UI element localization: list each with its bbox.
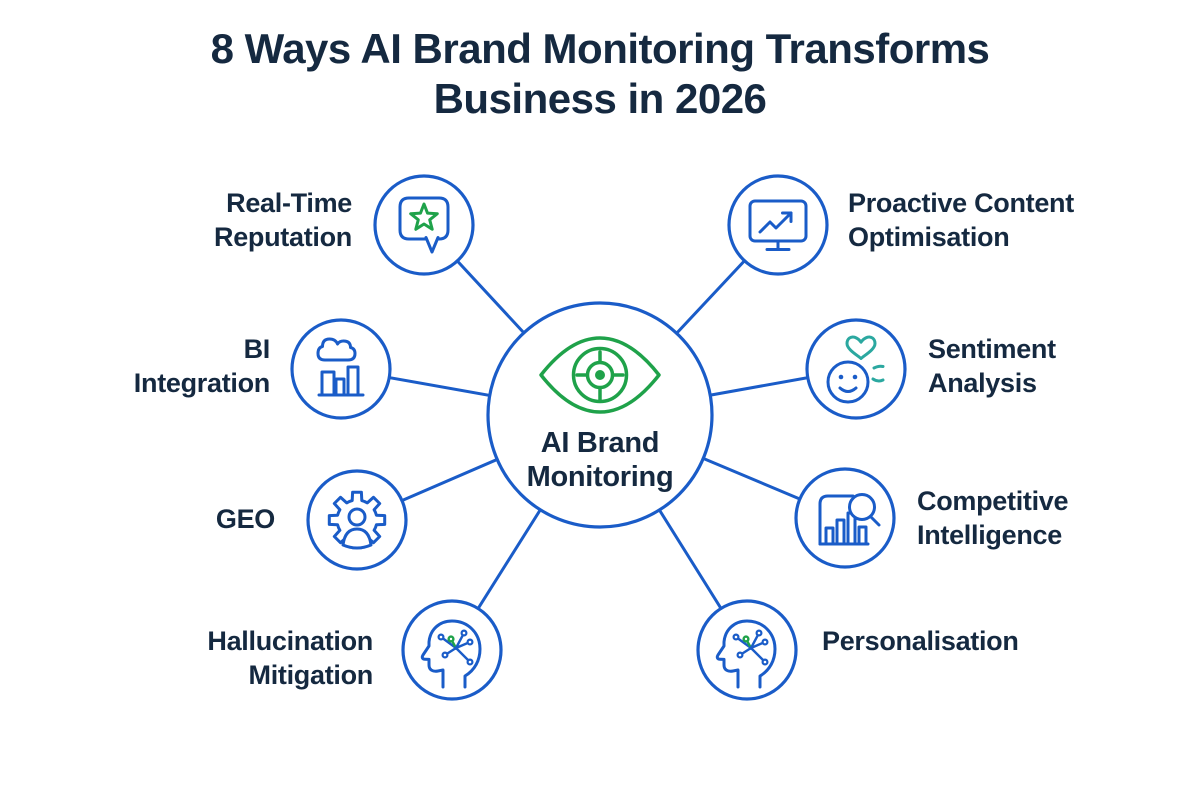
eye-target-icon [539,336,661,414]
node-circle-competitive-intelligence [794,467,896,569]
gear-person-icon [327,490,387,550]
monitor-trend-chart-icon [748,199,808,251]
node-label-proactive-content: Proactive Content Optimisation [848,188,1074,252]
node-label-real-time-reputation: Real-Time Reputation [214,188,352,252]
hub-label: AI Brand Monitoring [526,427,674,493]
node-circle-sentiment-analysis [805,318,907,420]
page-title: 8 Ways AI Brand Monitoring Transforms Bu… [210,25,990,122]
node-label-geo: GEO [215,504,275,534]
node-label-personalisation: Personalisation [822,626,1019,656]
node-label-hallucination-mitigation: Hallucination Mitigation [207,626,373,690]
node-label-competitive-intelligence: Competitive Intelligence [917,486,1069,550]
cloud-bar-chart-icon [316,337,365,397]
node-label-bi-integration: BI Integration [133,334,271,398]
chat-star-icon [398,196,450,254]
hub-circle [486,301,714,529]
bar-chart-magnifier-icon [818,493,881,546]
smiley-heart-icon [826,335,885,404]
node-label-sentiment-analysis: Sentiment Analysis [928,334,1056,398]
node-circle-bi-integration [290,318,392,420]
